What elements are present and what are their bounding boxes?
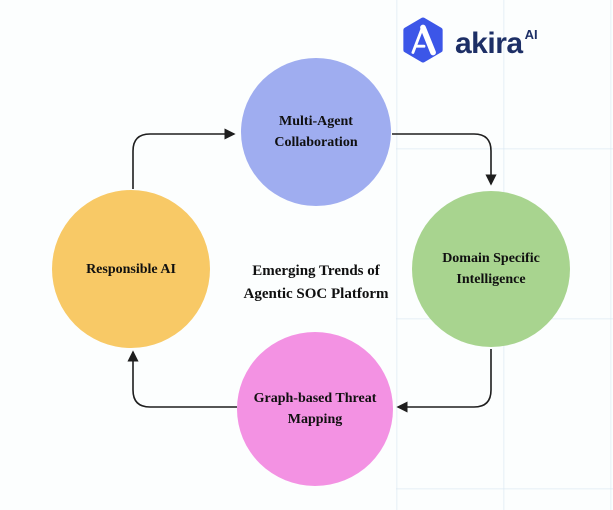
node-label-line: Intelligence <box>456 272 526 287</box>
diagram-title-line1: Emerging Trends of <box>252 263 380 279</box>
akira-hexagon-a-icon <box>403 16 443 63</box>
node-label-line: Collaboration <box>274 135 358 150</box>
connector-graph-threat-to-responsible-ai <box>127 350 237 408</box>
node-label-line: Multi-Agent <box>279 114 353 129</box>
brand-suffix: AI <box>524 27 538 42</box>
diagram-title-line2: Agentic SOC Platform <box>243 286 389 302</box>
node-multi-agent-collaboration: Multi-Agent Collaboration <box>241 58 391 206</box>
node-label: Multi-Agent Collaboration <box>274 111 357 153</box>
node-label-line: Responsible AI <box>86 261 176 277</box>
node-label: Domain Specific Intelligence <box>442 248 540 290</box>
node-graph-based-threat-mapping: Graph-based Threat Mapping <box>237 332 393 486</box>
node-label: Graph-based Threat Mapping <box>254 388 377 430</box>
node-responsible-ai: Responsible AI <box>52 190 210 348</box>
node-label-line: Domain Specific <box>442 251 540 266</box>
node-domain-specific-intelligence: Domain Specific Intelligence <box>412 191 570 347</box>
connector-domain-specific-to-graph-threat <box>396 349 492 413</box>
diagram-title: Emerging Trends of Agentic SOC Platform <box>206 260 426 306</box>
node-label-line: Mapping <box>287 412 343 427</box>
brand-name: akira <box>455 27 523 60</box>
connector-multi-agent-to-domain-specific <box>392 133 497 186</box>
connector-responsible-ai-to-multi-agent <box>132 128 236 189</box>
node-label: Responsible AI <box>86 259 176 280</box>
node-label-line: Graph-based Threat <box>253 391 377 406</box>
